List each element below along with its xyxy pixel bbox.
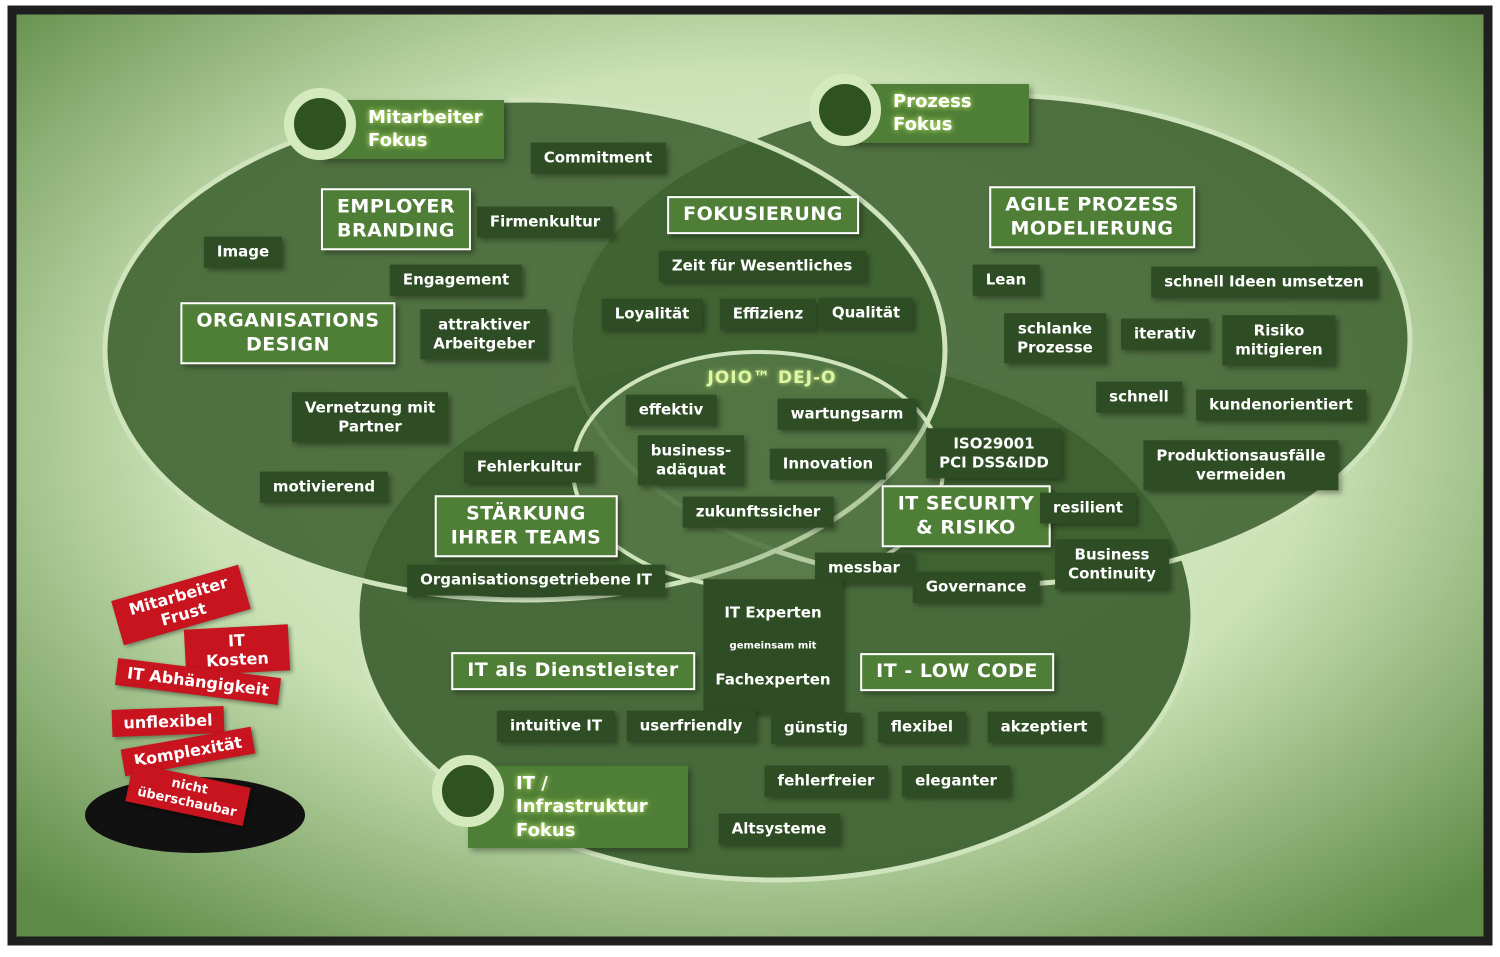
tag-wartungsarm: wartungsarm (777, 398, 917, 430)
tag-intuitive-it: intuitive IT (496, 710, 616, 742)
tag-innovation: Innovation (769, 448, 887, 480)
tag-produktion: Produktionsausfälle vermeiden (1143, 440, 1339, 490)
tag-effektiv: effektiv (625, 394, 717, 426)
tag-zeit: Zeit für Wesentliches (658, 250, 866, 282)
tag-altsysteme: Altsysteme (718, 813, 840, 845)
tag-firmenkultur: Firmenkultur (476, 206, 614, 238)
heading-agile-prozess: AGILE PROZESS MODELIERUNG (989, 186, 1195, 248)
problem-unflexibel: unflexibel (111, 706, 225, 738)
frame-border (7, 5, 1493, 946)
focus-dot-prozess (809, 74, 881, 146)
heading-fokusierung: FOKUSIERUNG (667, 196, 859, 234)
tag-eleganter: eleganter (902, 765, 1010, 797)
focus-dot-it (432, 755, 504, 827)
tag-schnell-ideen: schnell Ideen umsetzen (1151, 266, 1377, 298)
tag-image: Image (203, 236, 283, 268)
tag-effizienz: Effizienz (719, 298, 817, 330)
tag-iso: ISO29001 PCI DSS&IDD (926, 428, 1062, 478)
tag-motivierend: motivierend (259, 471, 389, 503)
tag-it-experten-mid: gemeinsam mit (729, 640, 817, 652)
tag-userfriendly: userfriendly (626, 710, 756, 742)
tag-loyalitaet: Loyalität (601, 298, 703, 330)
heading-it-dienstleister: IT als Dienstleister (451, 652, 695, 690)
focus-dot-mitarbeiter (284, 88, 356, 160)
tag-qualitaet: Qualität (818, 297, 914, 329)
tag-engagement: Engagement (389, 264, 523, 296)
tag-resilient: resilient (1040, 492, 1136, 524)
tag-akzeptiert: akzeptiert (987, 711, 1101, 743)
tag-attraktiver-arbeitgeber: attraktiver Arbeitgeber (420, 309, 548, 359)
heading-it-low-code: IT - LOW CODE (860, 653, 1054, 691)
tag-governance: Governance (912, 571, 1040, 603)
tag-business-continuity: Business Continuity (1055, 539, 1169, 589)
tag-business-adaequat: business- adäquat (637, 435, 745, 485)
tag-fehlerfreier: fehlerfreier (764, 765, 888, 797)
tag-it-experten-bottom: Fachexperten (715, 670, 831, 689)
tag-zukunftssicher: zukunftssicher (682, 496, 834, 528)
heading-it-security: IT SECURITY & RISIKO (881, 485, 1051, 547)
tag-schnell: schnell (1096, 381, 1182, 413)
heading-employer-branding: EMPLOYER BRANDING (320, 188, 472, 250)
tag-guenstig: günstig (770, 712, 862, 744)
tag-lean: Lean (972, 264, 1040, 296)
heading-staerkung: STÄRKUNG IHRER TEAMS (434, 495, 618, 557)
tag-commitment: Commitment (530, 142, 666, 174)
tag-schlanke-prozesse: schlanke Prozesse (1004, 313, 1106, 363)
tag-it-experten-top: IT Experten (724, 603, 822, 621)
center-logo: JOIO™ DEJ-O (707, 368, 837, 388)
tag-flexibel: flexibel (877, 711, 967, 743)
tag-vernetzung: Vernetzung mit Partner (291, 392, 449, 442)
tag-it-experten: IT Experten gemeinsam mit Fachexperten (703, 579, 843, 713)
tag-messbar: messbar (815, 552, 913, 584)
tag-fehlerkultur: Fehlerkultur (463, 451, 595, 483)
heading-organisations-design: ORGANISATIONS DESIGN (180, 302, 396, 364)
tag-risiko: Risiko mitigieren (1222, 315, 1336, 365)
tag-orga-it: Organisationsgetriebene IT (407, 564, 665, 596)
tag-kundenorientiert: kundenorientiert (1196, 389, 1366, 421)
focus-label-it: IT / Infrastruktur Fokus (468, 766, 688, 849)
tag-iterativ: iterativ (1120, 318, 1210, 350)
